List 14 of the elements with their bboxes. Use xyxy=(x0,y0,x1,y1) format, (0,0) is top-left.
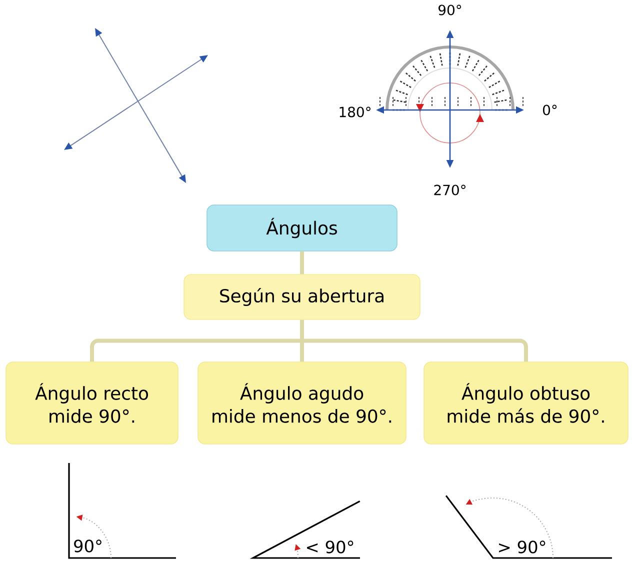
definition-box: Ángulo recto mide 90°. xyxy=(6,362,178,444)
degree-label: 270° xyxy=(434,184,466,196)
angle-measure-label: > 90° xyxy=(499,540,546,554)
definition-box: Ángulo agudo mide menos de 90°. xyxy=(198,362,406,444)
degree-label: 180° xyxy=(340,106,370,118)
angle-measure-label: < 90° xyxy=(307,540,354,554)
degree-label: 0° xyxy=(543,104,557,116)
degree-label: 90° xyxy=(438,4,462,16)
concept-box: Ángulos xyxy=(206,204,398,252)
definition-box: Ángulo obtuso mide más de 90°. xyxy=(424,362,628,444)
category-box: Según su abertura xyxy=(184,274,420,320)
connector-line xyxy=(90,318,528,364)
connector-line xyxy=(300,251,304,274)
angle-measure-label: 90° xyxy=(74,540,102,552)
